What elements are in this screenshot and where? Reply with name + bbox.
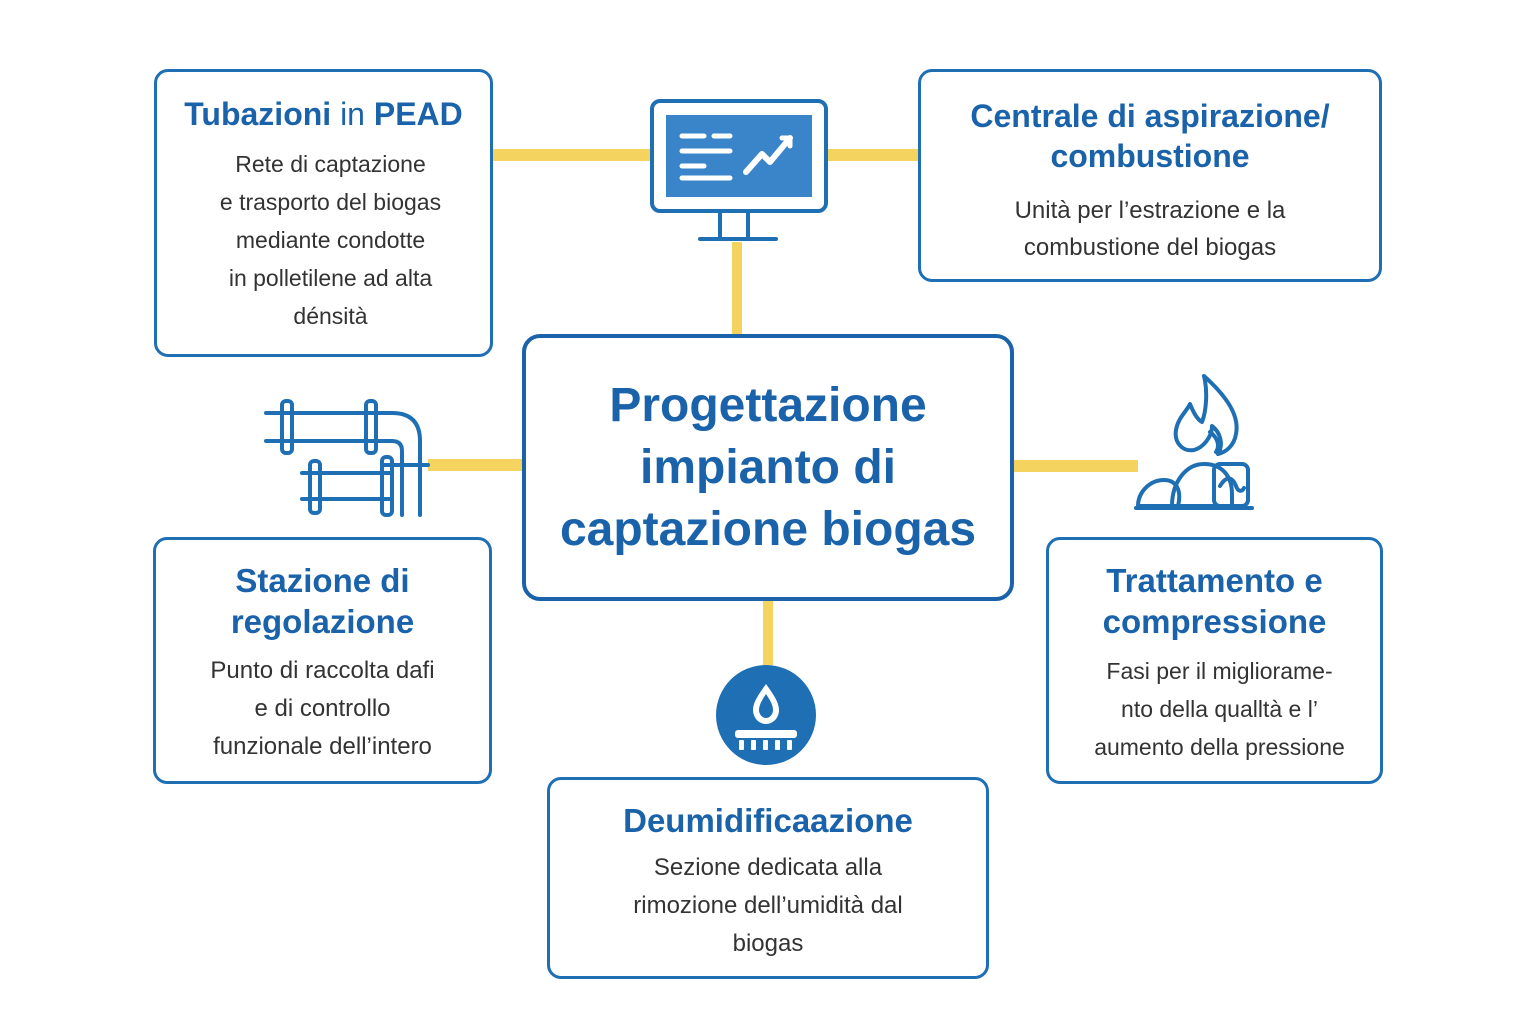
node-tubazioni-title: Tubazioni in PEAD: [184, 96, 463, 132]
node-centrale-description: Unità per l’estrazione e la combustione …: [1014, 197, 1286, 261]
node-stazione-description: Punto di raccolta dafi e di controllo fu…: [210, 657, 435, 760]
node-trattamento-description: Fasi per il migliorame- nto della quallt…: [1094, 658, 1345, 760]
connector-monitor-centrale: [824, 149, 918, 161]
node-deumidificazione-title: Deumidificaazione: [623, 802, 913, 839]
node-trattamento-title: Trattamento e compressione: [1102, 562, 1327, 640]
node-trattamento: Trattamento e compressione Fasi per il m…: [1046, 537, 1383, 784]
node-stazione: Stazione di regolazione Punto di raccolt…: [153, 537, 492, 784]
connector-center-flame: [1014, 460, 1138, 472]
connector-pipes-center: [428, 459, 522, 471]
center-node: Progettazione impianto di captazione bio…: [522, 334, 1014, 601]
node-tubazioni-description: Rete di captazione e trasporto del bioga…: [219, 151, 442, 329]
water-drop-icon: [715, 664, 817, 766]
node-tubazioni: Tubazioni in PEAD Rete di captazione e t…: [154, 69, 493, 357]
flame-burner-icon: [1132, 372, 1256, 517]
node-deumidificazione-description: Sezione dedicata alla rimozione dell’umi…: [633, 854, 903, 957]
node-centrale-title: Centrale di aspirazione/ combustione: [970, 98, 1330, 174]
connector-monitor-center: [732, 242, 742, 334]
center-title: Progettazione impianto di captazione bio…: [559, 378, 977, 556]
node-centrale: Centrale di aspirazione/ combustione Uni…: [918, 69, 1382, 282]
connector-center-drop: [763, 601, 773, 665]
node-stazione-title: Stazione di regolazione: [230, 562, 415, 640]
monitor-chart-icon: [648, 98, 830, 244]
connector-tubazioni-monitor: [492, 149, 654, 161]
pipes-icon: [262, 395, 432, 520]
node-deumidificazione: Deumidificaazione Sezione dedicata alla …: [547, 777, 989, 979]
